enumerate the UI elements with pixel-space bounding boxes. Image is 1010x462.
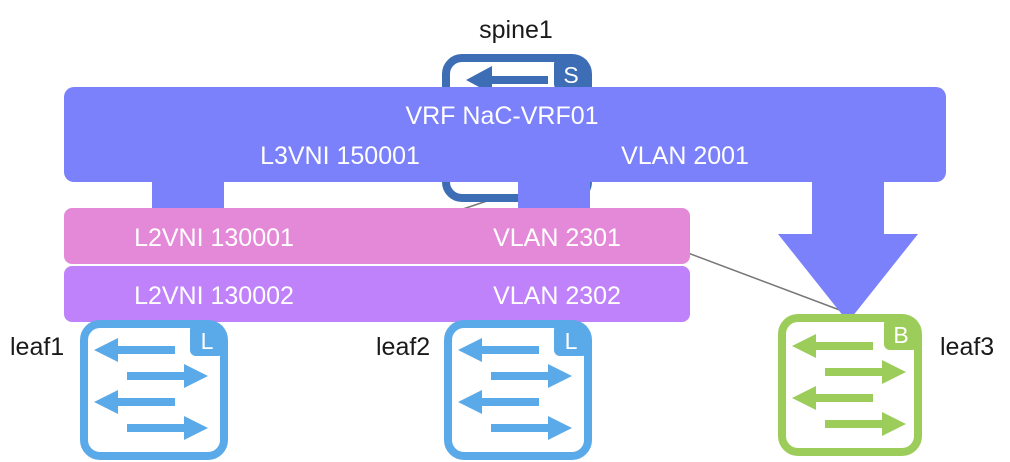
vrf-banner: VRF NaC-VRF01 L3VNI 150001 VLAN 2001 bbox=[64, 87, 946, 322]
vrf-vlan: VLAN 2001 bbox=[621, 142, 749, 170]
network-1-vlan: VLAN 2301 bbox=[493, 224, 621, 252]
leaf3-switch[interactable]: B bbox=[778, 314, 922, 456]
leaf3-label: leaf3 bbox=[940, 333, 994, 361]
spine1-label: spine1 bbox=[479, 16, 553, 44]
leaf2-badge: L bbox=[565, 328, 578, 354]
vrf-l3vni: L3VNI 150001 bbox=[260, 142, 420, 170]
leaf2-switch[interactable]: L bbox=[444, 320, 592, 460]
leaf2-arrows-icon bbox=[458, 338, 572, 440]
network-bar-1: L2VNI 130001 VLAN 2301 bbox=[64, 208, 690, 264]
network-2-vlan: VLAN 2302 bbox=[493, 282, 621, 310]
leaf1-label: leaf1 bbox=[10, 333, 64, 361]
link-spine1-leaf3 bbox=[679, 249, 846, 313]
vrf-arrow-to-leaf3 bbox=[778, 234, 918, 322]
leaf2-label: leaf2 bbox=[376, 333, 430, 361]
vrf-title: VRF NaC-VRF01 bbox=[405, 102, 598, 130]
leaf1-switch[interactable]: L bbox=[80, 320, 228, 460]
leaf3-badge: B bbox=[893, 322, 908, 348]
network-2-vni: L2VNI 130002 bbox=[134, 282, 294, 310]
leaf1-badge: L bbox=[201, 328, 214, 354]
leaf3-arrows-icon bbox=[792, 334, 906, 436]
spine1-badge: S bbox=[563, 62, 578, 88]
network-bar-2: L2VNI 130002 VLAN 2302 bbox=[64, 266, 690, 322]
network-1-vni: L2VNI 130001 bbox=[134, 224, 294, 252]
leaf1-arrows-icon bbox=[94, 338, 208, 440]
